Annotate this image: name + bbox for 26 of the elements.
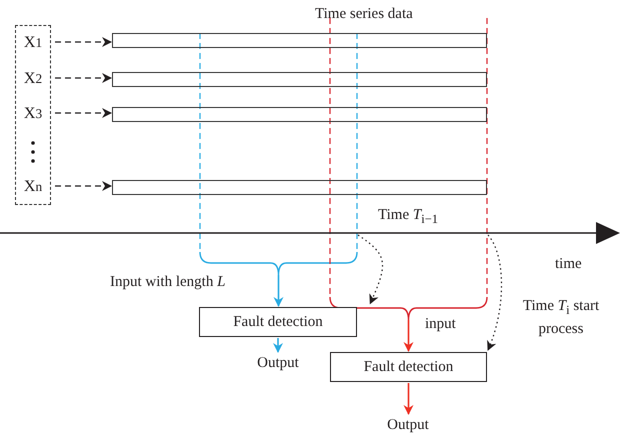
output-label: Output bbox=[380, 415, 436, 435]
process-box: Fault detection bbox=[199, 307, 357, 337]
arrow bbox=[404, 383, 414, 415]
dotted-arrow bbox=[358, 234, 384, 304]
dashed-arrow bbox=[55, 108, 112, 118]
axis-time-label: Time T$_{i−1}$ bbox=[378, 207, 438, 227]
arrow bbox=[404, 320, 414, 352]
dashed-arrow bbox=[55, 181, 112, 191]
title: Time series data bbox=[315, 6, 413, 22]
arrow bbox=[274, 275, 284, 307]
output-label: Output bbox=[250, 353, 306, 373]
dotted-arrow bbox=[486, 234, 502, 351]
edge-label: Time T$_{i}$ start process bbox=[522, 297, 600, 339]
process-box: Fault detection bbox=[330, 352, 487, 382]
window-bracket bbox=[199, 33, 358, 276]
dashed-arrow bbox=[55, 37, 112, 47]
time-series-bar bbox=[112, 33, 487, 48]
axis-label: time bbox=[555, 256, 582, 272]
dashed-group-box bbox=[15, 25, 51, 205]
time-series-bar bbox=[112, 107, 487, 122]
edge-label: Input with length L bbox=[110, 274, 226, 290]
edge-label: input bbox=[425, 316, 456, 332]
dashed-arrow bbox=[55, 73, 112, 83]
time-series-bar bbox=[112, 72, 487, 87]
time-series-bar bbox=[112, 180, 487, 195]
arrow bbox=[273, 338, 283, 353]
